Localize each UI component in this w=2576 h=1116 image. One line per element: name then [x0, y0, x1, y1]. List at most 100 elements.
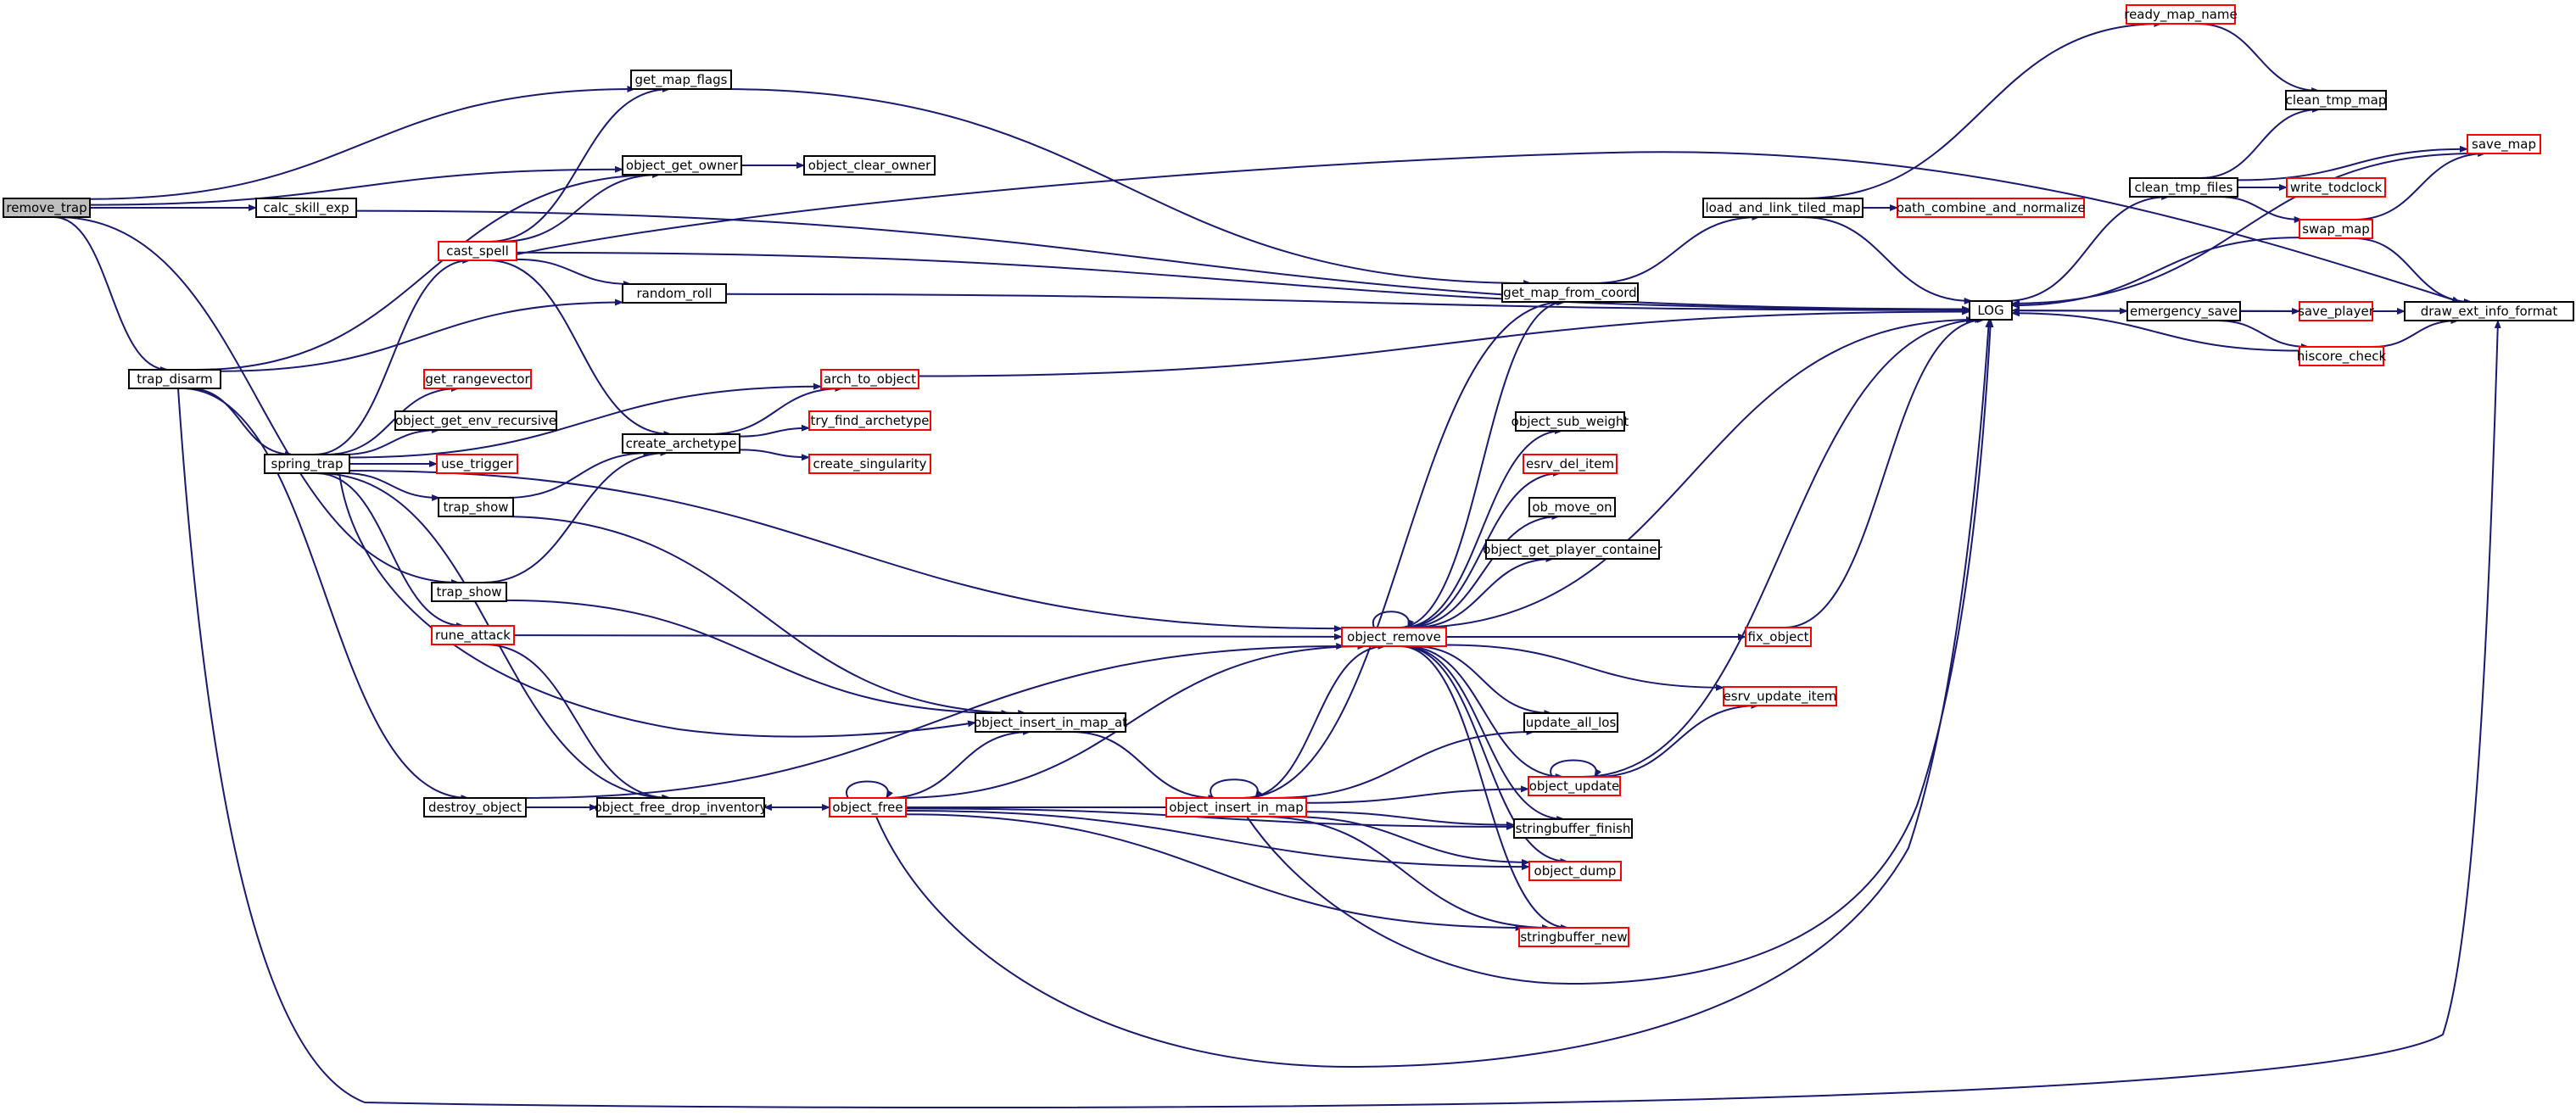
edge-trap_show_2-to-object_insert_in_map_at	[506, 599, 1010, 717]
node-calc_skill_exp[interactable]: calc_skill_exp	[255, 198, 357, 218]
node-label: clean_tmp_map	[2286, 92, 2387, 109]
node-label: object_insert_in_map_at	[974, 715, 1127, 731]
node-stringbuffer_finish[interactable]: stringbuffer_finish	[1513, 818, 1633, 839]
node-label: swap_map	[2302, 221, 2370, 237]
node-create_archetype[interactable]: create_archetype	[622, 433, 740, 454]
node-label: object_get_player_container	[1483, 542, 1662, 558]
node-esrv_del_item[interactable]: esrv_del_item	[1523, 454, 1618, 474]
edge-trap_disarm-to-draw_ext_info_format	[177, 320, 2501, 1109]
edge-load_and_link_tiled_map-to-ready_map_name	[1802, 20, 2163, 199]
node-label: random_roll	[636, 286, 712, 302]
node-ready_map_name[interactable]: ready_map_name	[2124, 4, 2238, 25]
edge-object_free-to-object_insert_in_map_at	[887, 728, 1031, 799]
edge-create_archetype-to-try_find_archetype	[739, 424, 810, 438]
edge-LOG-to-clean_tmp_files	[2005, 193, 2171, 302]
edge-object_insert_in_map-to-LOG	[1246, 319, 1994, 985]
node-label: save_map	[2472, 137, 2536, 153]
node-use_trigger[interactable]: use_trigger	[436, 454, 518, 474]
node-trap_disarm[interactable]: trap_disarm	[128, 369, 221, 389]
node-clean_tmp_files[interactable]: clean_tmp_files	[2129, 177, 2238, 198]
edge-object_remove-to-object_update	[1405, 645, 1564, 780]
node-create_singularity[interactable]: create_singularity	[808, 454, 931, 474]
edge-object_insert_in_map-to-stringbuffer_finish	[1305, 811, 1515, 829]
node-ob_move_on[interactable]: ob_move_on	[1528, 497, 1616, 517]
node-object_get_env_recursive[interactable]: object_get_env_recursive	[394, 410, 557, 431]
node-spring_trap[interactable]: spring_trap	[264, 454, 350, 474]
node-box	[128, 369, 221, 389]
edge-calc_skill_exp-to-LOG	[355, 209, 1970, 313]
edge-rune_attack-to-object_remove	[513, 633, 1343, 640]
node-destroy_object[interactable]: destroy_object	[423, 797, 527, 817]
node-box	[1485, 539, 1660, 560]
node-get_map_from_coord[interactable]: get_map_from_coord	[1501, 282, 1639, 303]
node-hiscore_check[interactable]: hiscore_check	[2297, 346, 2387, 366]
node-label: create_singularity	[813, 456, 926, 472]
node-label: hiscore_check	[2297, 349, 2387, 365]
node-object_get_owner[interactable]: object_get_owner	[622, 155, 742, 176]
node-box	[1897, 198, 2085, 218]
node-remove_trap[interactable]: remove_trap	[3, 198, 91, 218]
node-label: get_map_from_coord	[1503, 285, 1636, 301]
node-random_roll[interactable]: random_roll	[622, 283, 727, 304]
node-rune_attack[interactable]: rune_attack	[431, 625, 515, 645]
node-save_player[interactable]: save_player	[2298, 301, 2375, 321]
node-try_find_archetype[interactable]: try_find_archetype	[808, 410, 931, 431]
edge-arch_to_object-to-LOG	[918, 308, 1970, 377]
node-box	[1528, 497, 1616, 517]
edge-remove_trap-to-trap_show_2	[57, 216, 460, 586]
edge-random_roll-to-LOG	[725, 293, 1970, 314]
edge-cast_spell-to-get_map_flags	[489, 86, 671, 243]
edge-load_and_link_tiled_map-to-LOG	[1802, 216, 1973, 304]
node-draw_ext_info_format[interactable]: draw_ext_info_format	[2404, 301, 2574, 321]
node-esrv_update_item[interactable]: esrv_update_item	[1723, 686, 1837, 706]
node-emergency_save[interactable]: emergency_save	[2126, 301, 2241, 321]
node-fix_object[interactable]: fix_object	[1745, 627, 1812, 647]
node-label: object_dump	[1534, 863, 1617, 879]
node-clean_tmp_map[interactable]: clean_tmp_map	[2285, 90, 2387, 110]
node-object_sub_weight[interactable]: object_sub_weight	[1512, 411, 1629, 432]
node-object_insert_in_map[interactable]: object_insert_in_map	[1165, 797, 1307, 817]
node-stringbuffer_new[interactable]: stringbuffer_new	[1518, 927, 1629, 947]
edge-trap_disarm-to-random_roll	[220, 299, 623, 372]
node-load_and_link_tiled_map[interactable]: load_and_link_tiled_map	[1702, 198, 1864, 218]
node-box	[1165, 797, 1307, 817]
node-path_combine_and_normalize[interactable]: path_combine_and_normalize	[1896, 198, 2086, 218]
node-box	[1745, 627, 1812, 647]
node-label: get_map_flags	[635, 72, 728, 88]
node-box	[394, 410, 557, 431]
node-LOG[interactable]: LOG	[1969, 300, 2013, 321]
edge-destroy_object-to-object_remove	[525, 643, 1345, 799]
node-object_remove[interactable]: object_remove	[1341, 627, 1447, 647]
edge-object_update-to-object_update	[1550, 759, 1601, 778]
node-save_map[interactable]: save_map	[2467, 134, 2541, 154]
node-label: spring_trap	[271, 456, 344, 472]
edge-spring_trap-to-rune_attack	[316, 472, 465, 629]
node-box	[1513, 818, 1633, 839]
node-object_clear_owner[interactable]: object_clear_owner	[803, 155, 936, 176]
node-update_all_los[interactable]: update_all_los	[1523, 712, 1618, 733]
node-object_dump[interactable]: object_dump	[1528, 861, 1622, 881]
node-get_rangevector[interactable]: get_rangevector	[423, 369, 532, 389]
node-object_free[interactable]: object_free	[829, 797, 907, 817]
node-label: stringbuffer_new	[1520, 929, 1627, 946]
node-swap_map[interactable]: swap_map	[2299, 219, 2373, 239]
edge-trap_show_2-to-create_archetype	[482, 449, 669, 583]
node-object_free_drop_inventory[interactable]: object_free_drop_inventory	[595, 797, 768, 817]
edge-object_update-to-esrv_update_item	[1595, 702, 1760, 778]
node-label: remove_trap	[6, 200, 87, 216]
edge-object_remove-to-LOG	[1411, 316, 1975, 628]
node-box	[431, 582, 507, 602]
node-arch_to_object[interactable]: arch_to_object	[820, 369, 919, 389]
node-object_update[interactable]: object_update	[1528, 776, 1621, 796]
node-trap_show_1[interactable]: trap_show	[438, 497, 514, 517]
node-object_insert_in_map_at[interactable]: object_insert_in_map_at	[974, 712, 1127, 733]
edge-spring_trap-to-get_rangevector	[326, 385, 460, 455]
node-object_get_player_container[interactable]: object_get_player_container	[1483, 539, 1663, 560]
node-get_map_flags[interactable]: get_map_flags	[630, 70, 732, 90]
node-write_todclock[interactable]: write_todclock	[2286, 177, 2386, 198]
node-label: object_insert_in_map	[1169, 800, 1304, 816]
edge-trap_disarm-to-destroy_object	[181, 388, 470, 801]
edge-object_remove-to-object_get_player_container	[1412, 555, 1555, 628]
node-cast_spell[interactable]: cast_spell	[438, 241, 517, 261]
node-trap_show_2[interactable]: trap_show	[431, 582, 507, 602]
